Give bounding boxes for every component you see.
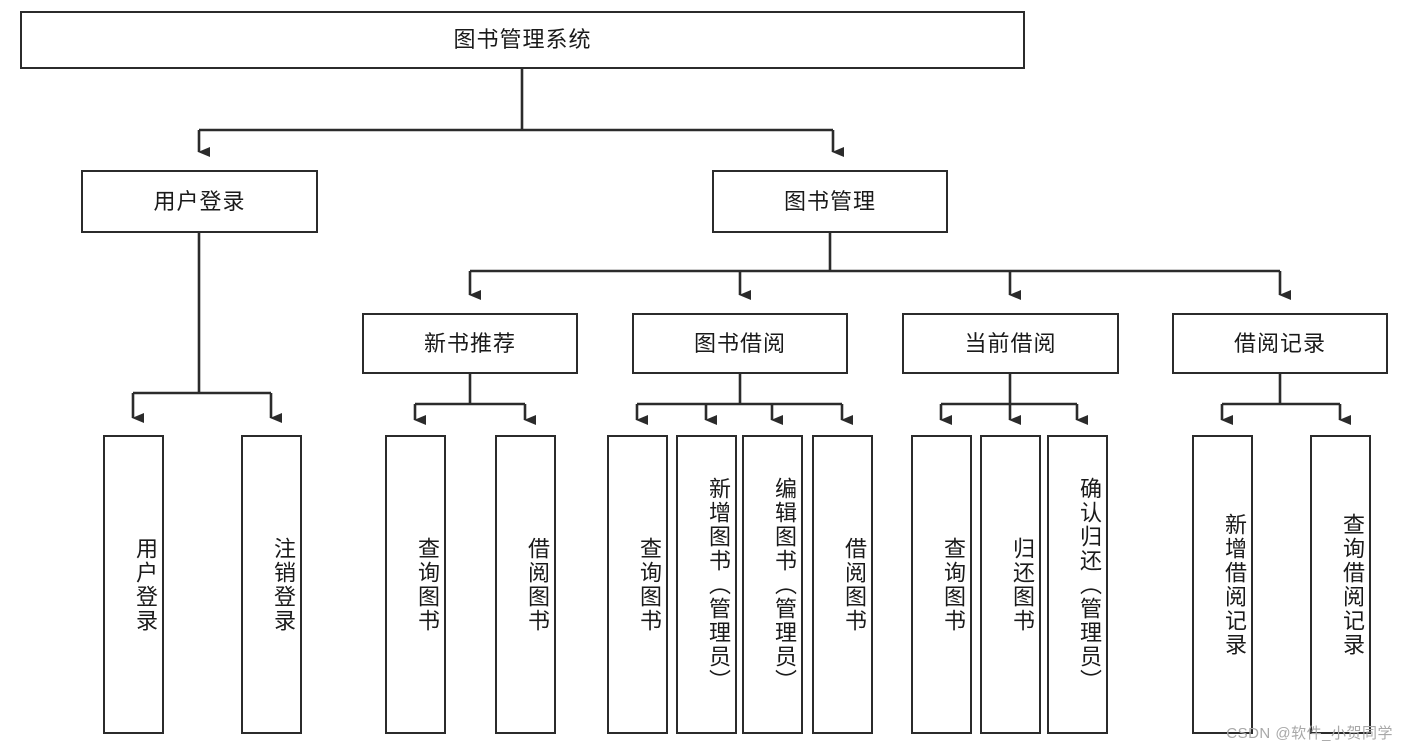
leaf-add-book-admin[interactable]: 新增图书（管理员） — [676, 435, 737, 734]
leaf-user-login[interactable]: 用户登录 — [103, 435, 164, 734]
node-label: 借阅图书 — [525, 536, 550, 633]
leaf-query-book-borrowing[interactable]: 查询图书 — [607, 435, 668, 734]
node-label: 编辑图书（管理员） — [772, 476, 797, 693]
node-new-book-recommendation[interactable]: 新书推荐 — [362, 313, 578, 374]
leaf-logout[interactable]: 注销登录 — [241, 435, 302, 734]
leaf-query-book-current[interactable]: 查询图书 — [911, 435, 972, 734]
node-label: 借阅图书 — [842, 536, 867, 633]
leaf-add-borrow-record[interactable]: 新增借阅记录 — [1192, 435, 1253, 734]
node-label: 归还图书 — [1010, 536, 1035, 633]
node-user-login[interactable]: 用户登录 — [81, 170, 318, 233]
node-current-borrowing[interactable]: 当前借阅 — [902, 313, 1119, 374]
node-label: 图书管理 — [783, 188, 876, 214]
leaf-edit-book-admin[interactable]: 编辑图书（管理员） — [742, 435, 803, 734]
node-label: 新增图书（管理员） — [706, 476, 731, 693]
node-label: 注销登录 — [271, 536, 296, 633]
node-label: 用户登录 — [133, 536, 158, 633]
node-label: 当前借阅 — [964, 330, 1057, 356]
leaf-return-book[interactable]: 归还图书 — [980, 435, 1041, 734]
leaf-borrow-book-recommendation[interactable]: 借阅图书 — [495, 435, 556, 734]
node-book-management[interactable]: 图书管理 — [712, 170, 948, 233]
node-label: 查询借阅记录 — [1340, 512, 1365, 657]
node-label: 图书借阅 — [693, 330, 786, 356]
node-label: 查询图书 — [637, 536, 662, 633]
watermark-text: CSDN @软件_小贺同学 — [1226, 725, 1393, 742]
node-book-borrowing[interactable]: 图书借阅 — [632, 313, 848, 374]
leaf-confirm-return-admin[interactable]: 确认归还（管理员） — [1047, 435, 1108, 734]
node-label: 借阅记录 — [1233, 330, 1326, 356]
node-label: 新增借阅记录 — [1222, 512, 1247, 657]
node-label: 图书管理系统 — [453, 27, 592, 53]
node-root-system[interactable]: 图书管理系统 — [20, 11, 1025, 69]
node-label: 新书推荐 — [423, 330, 516, 356]
leaf-query-book-recommendation[interactable]: 查询图书 — [385, 435, 446, 734]
node-label: 用户登录 — [153, 188, 246, 214]
node-label: 确认归还（管理员） — [1077, 476, 1102, 693]
node-label: 查询图书 — [415, 536, 440, 633]
node-label: 查询图书 — [941, 536, 966, 633]
leaf-borrow-book-borrowing[interactable]: 借阅图书 — [812, 435, 873, 734]
node-borrow-record[interactable]: 借阅记录 — [1172, 313, 1388, 374]
leaf-query-borrow-record[interactable]: 查询借阅记录 — [1310, 435, 1371, 734]
